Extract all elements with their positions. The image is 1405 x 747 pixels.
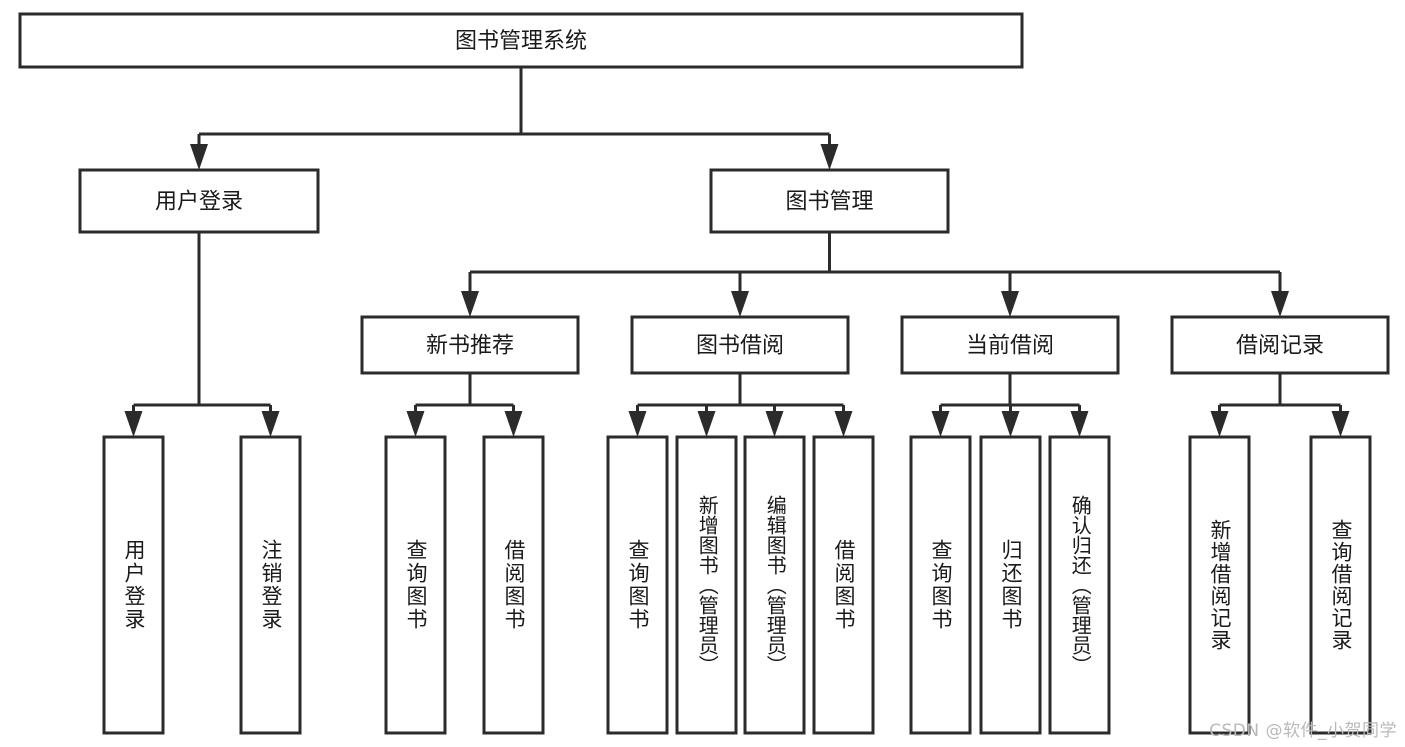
arrowhead-leaf [834,411,853,437]
arrowhead-leaf [765,411,784,437]
arrowhead-leaf [1001,411,1020,437]
node-leaf-box[interactable] [743,435,806,735]
node-leaf-box[interactable] [979,435,1042,735]
node-leaf-box[interactable] [606,435,669,735]
node-leaf-box[interactable] [1309,435,1372,735]
node-root-label: 图书管理系统 [455,29,587,54]
arrowhead-leaf [1070,411,1089,437]
node-level2-box[interactable] [709,168,950,234]
arrowhead-leaf [406,411,425,437]
node-leaf-box[interactable] [482,435,545,735]
node-level2-label: 图书管理 [785,190,873,215]
node-level3-box[interactable] [360,315,580,375]
node-leaf-box[interactable] [675,435,738,735]
arrowhead-leaf [261,411,280,437]
arrowhead-level2 [190,144,208,170]
node-level2-label: 用户登录 [155,190,243,215]
node-level3-box[interactable] [1170,315,1390,375]
node-root-box[interactable] [18,12,1024,69]
arrowhead-level3 [461,291,479,317]
node-leaf-box[interactable] [909,435,972,735]
arrowhead-leaf [697,411,716,437]
arrowhead-leaf [504,411,523,437]
node-leaf-box[interactable] [239,435,302,735]
node-level3-box[interactable] [630,315,850,375]
arrowhead-level3 [731,291,749,317]
node-leaf-box[interactable] [812,435,875,735]
node-level3-label: 当前借阅 [966,334,1054,359]
connector-layer [124,67,1350,437]
node-level3-label: 新书推荐 [426,334,514,359]
arrowhead-leaf [1331,411,1350,437]
node-level3-label: 图书借阅 [696,334,784,359]
node-leaf-box[interactable] [102,435,165,735]
node-level3-label: 借阅记录 [1236,334,1324,359]
arrowhead-level3 [1271,291,1289,317]
node-leaf-box[interactable] [384,435,447,735]
arrowhead-leaf [124,411,143,437]
arrowhead-leaf [628,411,647,437]
arrowhead-level2 [820,144,839,170]
node-leaf-box[interactable] [1048,435,1111,735]
arrowhead-leaf [931,411,950,437]
arrowhead-level3 [1001,291,1019,317]
node-leaf-box[interactable] [1188,435,1251,735]
node-level3-box[interactable] [900,315,1120,375]
node-level2-box[interactable] [78,168,320,234]
arrowhead-leaf [1210,411,1229,437]
